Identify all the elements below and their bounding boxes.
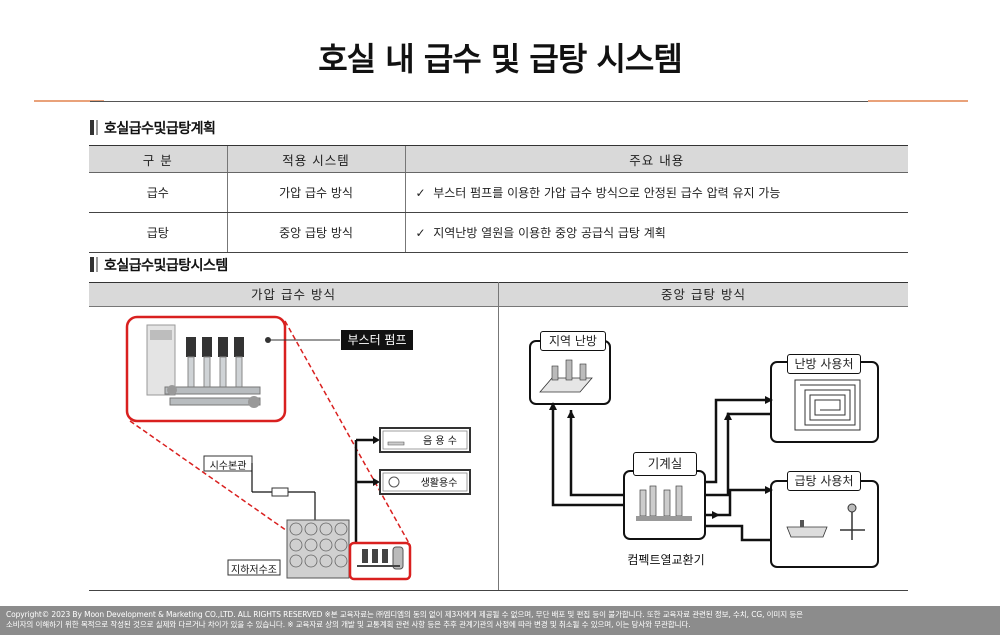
district-heating-label: 지역 난방 [540, 331, 606, 351]
row-system: 중앙 급탕 방식 [226, 212, 405, 253]
water-tank-grid [286, 519, 350, 579]
booster-pump-label: 부스터 펌프 [341, 330, 413, 350]
row-content: ✓ 부스터 펌프를 이용한 가압 급수 방식으로 안정된 급수 압력 유지 가능 [404, 172, 908, 213]
row-system: 가압 급수 방식 [226, 172, 405, 213]
panel-divider [498, 282, 499, 590]
hot-water-user-label: 급탕 사용처 [787, 471, 861, 491]
heating-user-box [770, 361, 879, 443]
col-header-category: 구 분 [89, 145, 227, 173]
living-water-box [379, 469, 471, 495]
drinking-water-label: 음 용 수 [423, 436, 457, 447]
system-diagram-panel: 가압 급수 방식 중앙 급탕 방식 [89, 282, 908, 591]
exchanger-label: 컴펙트열교환기 [627, 553, 705, 567]
footer-line-1: Copyright© 2023 By Moon Development & Ma… [6, 610, 803, 619]
table-row: 급탕 중앙 급탕 방식 ✓ 지역난방 열원을 이용한 중앙 공급식 급탕 계획 [89, 212, 908, 253]
row-category: 급탕 [89, 212, 227, 253]
row-content: ✓ 지역난방 열원을 이용한 중앙 공급식 급탕 계획 [404, 212, 908, 253]
footer-line-2: 소비자의 이해하기 위한 목적으로 작성된 것으로 실제와 다르거나 차이가 있… [6, 620, 691, 629]
main-pipe-label: 시수본관 [209, 461, 247, 472]
check-icon: ✓ [415, 186, 426, 200]
copyright-footer: Copyright© 2023 By Moon Development & Ma… [0, 606, 1000, 635]
table-header-row: 구 분 적용 시스템 주요 내용 [89, 145, 908, 173]
col-header-content: 주요 내용 [404, 145, 908, 173]
section-heading-plan: 호실급수및급탕계획 [90, 118, 216, 138]
right-panel-header: 중앙 급탕 방식 [499, 282, 908, 307]
left-panel-header: 가압 급수 방식 [89, 282, 498, 307]
heating-user-label: 난방 사용처 [787, 354, 861, 374]
row-category: 급수 [89, 172, 227, 213]
living-water-label: 생활용수 [420, 478, 458, 489]
plan-table: 구 분 적용 시스템 주요 내용 급수 가압 급수 방식 ✓ 부스터 펌프를 이… [89, 145, 908, 253]
accent-line-right [868, 100, 968, 102]
booster-pump-image [125, 315, 287, 423]
check-icon: ✓ [415, 226, 426, 240]
title-divider [90, 101, 868, 102]
tank-label: 지하저수조 [231, 565, 277, 576]
hot-water-user-box [770, 480, 879, 568]
page-title: 호실 내 급수 및 급탕 시스템 [318, 40, 683, 78]
table-row: 급수 가압 급수 방식 ✓ 부스터 펌프를 이용한 가압 급수 방식으로 안정된… [89, 172, 908, 213]
machine-room-box [623, 470, 706, 540]
col-header-system: 적용 시스템 [226, 145, 405, 173]
accent-line-left [34, 100, 104, 102]
machine-room-label: 기계실 [633, 452, 697, 476]
section-bar-icon [90, 120, 94, 135]
drinking-water-box [379, 427, 471, 453]
section-bar-icon [90, 257, 94, 272]
section-heading-system: 호실급수및급탕시스템 [90, 255, 228, 275]
